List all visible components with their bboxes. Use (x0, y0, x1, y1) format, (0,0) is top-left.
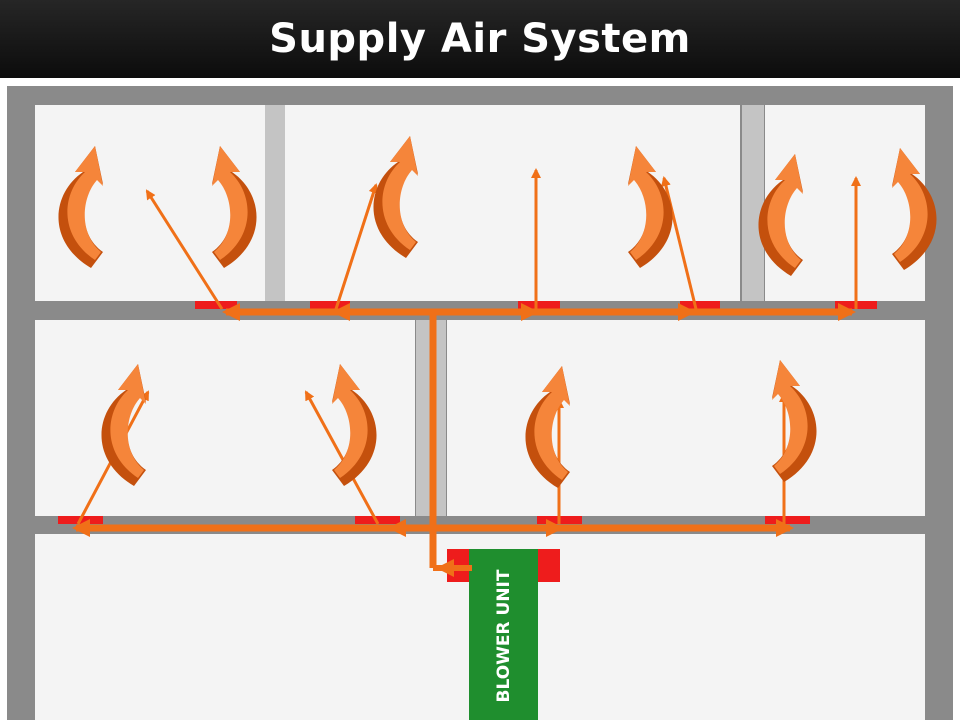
diagram-canvas: BLOWER UNIT (7, 86, 953, 720)
supply-ducts (72, 303, 856, 571)
page-title: Supply Air System (269, 16, 691, 62)
blower-unit: BLOWER UNIT (436, 549, 560, 720)
blower-unit-label: BLOWER UNIT (494, 569, 514, 702)
supply-air-diagram: BLOWER UNIT (0, 78, 960, 720)
room-spaces (35, 105, 925, 720)
title-bar: Supply Air System (0, 0, 960, 78)
